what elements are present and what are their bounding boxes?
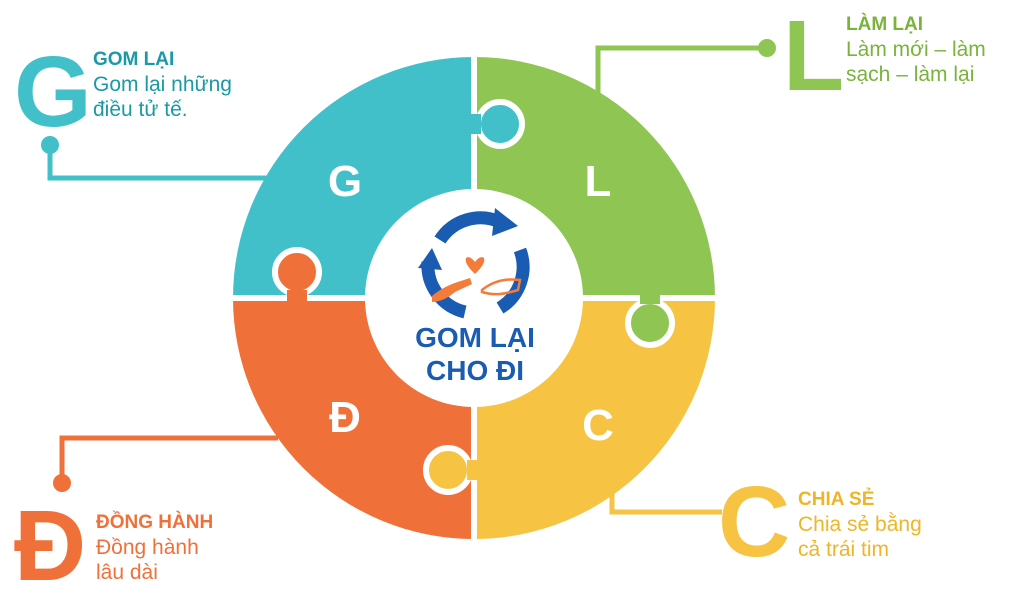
connector-g (47, 145, 270, 181)
connector-c (609, 480, 722, 515)
big-letter-l: L (783, 0, 845, 112)
connector-dot-l (758, 39, 776, 57)
logo-text-line1: GOM LẠI (415, 322, 535, 353)
desc-d-1: Đồng hành (96, 536, 199, 559)
logo-text-line2: CHO ĐI (426, 355, 524, 386)
info-block-l: LÀM LẠI Làm mới – làm sạch – làm lại (846, 12, 986, 87)
info-block-g: GOM LẠI Gom lại những điều tử tế. (93, 47, 232, 122)
connector-dot-d (53, 474, 71, 492)
big-letter-c: C (718, 466, 791, 578)
desc-l-2: sạch – làm lại (846, 63, 975, 86)
desc-d-2: lâu dài (96, 561, 158, 584)
big-letter-g: G (14, 36, 92, 148)
title-d: ĐỒNG HÀNH (96, 512, 214, 533)
desc-l-1: Làm mới – làm (846, 38, 986, 61)
recycle-heart-hands-logo (418, 208, 530, 319)
info-block-c: CHIA SẺ Chia sẻ bằng cả trái tim (798, 487, 922, 562)
piece-letter-l: L (585, 157, 612, 206)
desc-g-1: Gom lại những (93, 73, 232, 96)
info-block-d: ĐỒNG HÀNH Đồng hành lâu dài (96, 510, 213, 585)
piece-letter-d: Đ (329, 393, 361, 442)
connector-dot-g (41, 136, 59, 154)
big-letter-d: Đ (14, 490, 87, 602)
desc-g-2: điều tử tế. (93, 98, 188, 121)
connector-l (595, 45, 765, 95)
center-badge (365, 189, 583, 407)
title-l: LÀM LẠI (846, 14, 924, 35)
piece-letter-c: C (582, 401, 614, 450)
desc-c-2: cả trái tim (798, 538, 890, 561)
title-c: CHIA SẺ (798, 489, 875, 510)
piece-letter-g: G (328, 157, 362, 206)
desc-c-1: Chia sẻ bằng (798, 513, 922, 536)
connector-d (59, 435, 278, 483)
title-g: GOM LẠI (93, 49, 175, 70)
